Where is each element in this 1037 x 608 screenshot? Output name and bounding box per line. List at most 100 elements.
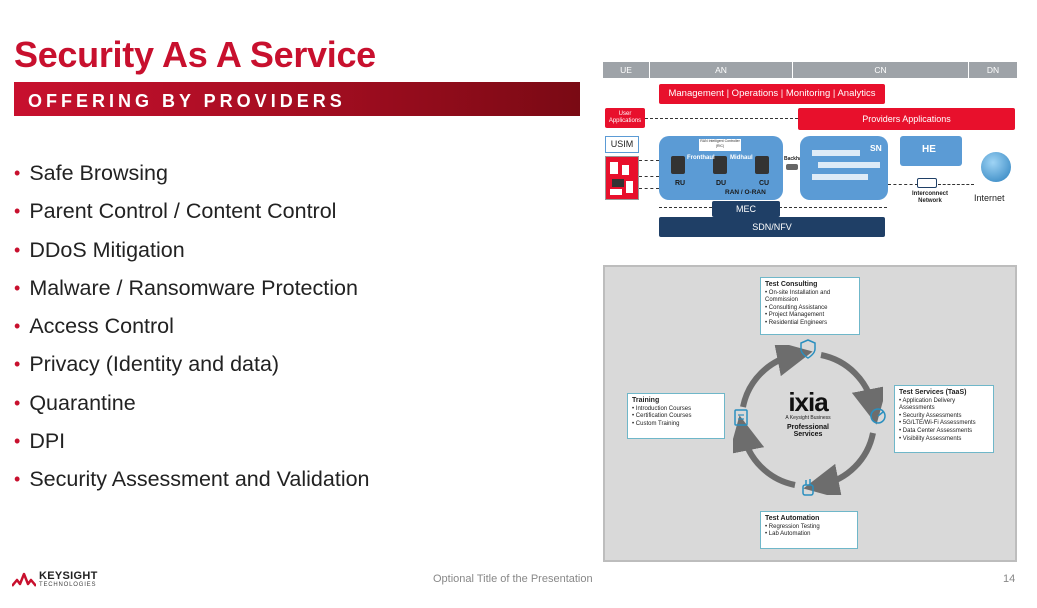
card-title: Training	[632, 397, 660, 404]
bullet-icon: •	[14, 163, 21, 183]
services-label: Services	[793, 431, 823, 438]
usim-box: USIM	[605, 136, 639, 153]
cu-label: CU	[759, 180, 770, 187]
professional-services-diagram: ixia A Keysight Business Professional Se…	[603, 265, 1017, 562]
bullet-icon: •	[14, 469, 21, 490]
connector-line	[645, 118, 798, 119]
card-item: Lab Automation	[765, 531, 853, 539]
segment-ue: UE	[603, 62, 649, 78]
clipboard-icon	[733, 407, 749, 427]
list-item: • Access Control	[14, 311, 370, 349]
he-block: HE	[900, 136, 962, 166]
antenna-icon	[671, 156, 685, 174]
list-item: • Privacy (Identity and data)	[14, 349, 370, 387]
card-item: Project Management	[765, 312, 855, 320]
list-item: • Safe Browsing	[14, 158, 370, 196]
keysight-wave-icon	[12, 572, 36, 587]
card-item: Regression Testing	[765, 524, 853, 532]
bullet-icon: •	[14, 431, 21, 452]
core-network-block: SN	[800, 136, 888, 200]
list-item: •Quarantine	[14, 388, 370, 426]
list-item-label: DPI	[29, 429, 66, 454]
card-item: Certification Courses	[632, 413, 720, 421]
cu-server-icon	[755, 156, 769, 174]
ran-label: RAN / O-RAN	[725, 189, 766, 196]
card-item: On-site Installation and Commission	[765, 290, 855, 305]
sn-label: SN	[870, 143, 882, 153]
page-number: 14	[1003, 573, 1016, 585]
test-services-card: Test Services (TaaS) Application Deliver…	[894, 385, 994, 453]
ixia-logo: ixia	[788, 387, 828, 417]
ixia-tagline: A Keysight Business	[785, 415, 831, 421]
training-card: Training Introduction Courses Certificat…	[627, 393, 725, 439]
core-function-icon	[812, 150, 860, 156]
backhaul-label: Backhaul	[784, 156, 807, 162]
segment-an: AN	[650, 62, 792, 78]
bullet-icon: •	[14, 239, 21, 260]
management-bar: Management | Operations | Monitoring | A…	[659, 84, 885, 104]
sdn-nfv-box: SDN/NFV	[659, 217, 885, 237]
professional-label: Professional	[786, 424, 829, 431]
list-item-label: Access Control	[29, 314, 174, 339]
du-server-icon	[713, 156, 727, 174]
core-function-icon	[812, 174, 868, 180]
connector-line	[938, 184, 974, 185]
segment-dn: DN	[969, 62, 1017, 78]
test-automation-card: Test Automation Regression Testing Lab A…	[760, 511, 858, 549]
list-item: • DDoS Mitigation	[14, 235, 370, 273]
page-title: Security As A Service	[14, 34, 376, 75]
list-item: • DPI	[14, 426, 370, 464]
connector-line	[639, 160, 659, 161]
connector-line	[639, 188, 659, 189]
segment-cn: CN	[793, 62, 968, 78]
list-item-label: Parent Control / Content Control	[29, 199, 337, 224]
bullet-icon: •	[14, 201, 21, 222]
card-item: 5G/LTE/Wi-Fi Assessments	[899, 420, 989, 428]
company-name: KEYSIGHT	[39, 570, 98, 582]
gauge-icon	[869, 407, 887, 425]
card-item: Visibility Assessments	[899, 436, 989, 444]
list-item-label: Quarantine	[29, 390, 136, 415]
bullet-icon: •	[14, 277, 21, 298]
bullet-icon: •	[14, 316, 21, 337]
offering-list: • Safe Browsing • Parent Control / Content…	[14, 158, 370, 503]
list-item: •Malware / Ransomware Protection	[14, 273, 370, 311]
midhaul-label: Midhaul	[730, 155, 753, 161]
interconnect-icon	[917, 178, 937, 188]
list-item-label: DDoS Mitigation	[29, 237, 185, 262]
keysight-logo: KEYSIGHT TECHNOLOGIES	[12, 571, 98, 589]
hand-icon	[799, 477, 817, 497]
network-architecture-diagram: UE AN CN DN Management | Operations | Mo…	[603, 60, 1017, 240]
connector-line	[639, 176, 659, 177]
bullet-icon: •	[14, 354, 21, 375]
card-item: Consulting Assistance	[765, 305, 855, 313]
ixia-center: ixia A Keysight Business Professional Se…	[775, 389, 841, 438]
list-item: • Security Assessment and Validation	[14, 464, 370, 502]
internet-label: Internet	[974, 193, 1005, 203]
fronthaul-label: Fronthaul	[687, 155, 715, 161]
card-title: Test Automation	[765, 515, 820, 522]
providers-applications-box: Providers Applications	[798, 108, 1015, 130]
company-subtitle: TECHNOLOGIES	[39, 582, 97, 588]
list-item: • Parent Control / Content Control	[14, 196, 370, 234]
card-title: Test Services (TaaS)	[899, 389, 967, 396]
du-label: DU	[716, 180, 727, 187]
ru-label: RU	[675, 180, 686, 187]
card-item: Residential Engineers	[765, 320, 855, 328]
card-item: Data Center Assessments	[899, 428, 989, 436]
card-item: Security Assessments	[899, 413, 989, 421]
list-item-label: Security Assessment and Validation	[29, 467, 370, 492]
presentation-title: Optional Title of the Presentation	[433, 573, 593, 585]
card-item: Custom Training	[632, 421, 720, 429]
cycle-arrows-icon	[733, 345, 883, 495]
test-consulting-card: Test Consulting On-site Installation and…	[760, 277, 860, 335]
connector-line	[888, 184, 918, 185]
card-item: Introduction Courses	[632, 406, 720, 414]
ue-device-icon	[605, 156, 639, 200]
list-item-label: Safe Browsing	[29, 161, 168, 185]
subtitle-banner: OFFERING BY PROVIDERS	[14, 82, 580, 116]
ran-block: RAN Intelligent Controller (RIC) Frontha…	[659, 136, 783, 200]
ric-box: RAN Intelligent Controller (RIC)	[699, 139, 741, 151]
interconnect-label: Interconnect Network	[911, 191, 948, 204]
list-item-label: Privacy (Identity and data)	[29, 352, 280, 377]
